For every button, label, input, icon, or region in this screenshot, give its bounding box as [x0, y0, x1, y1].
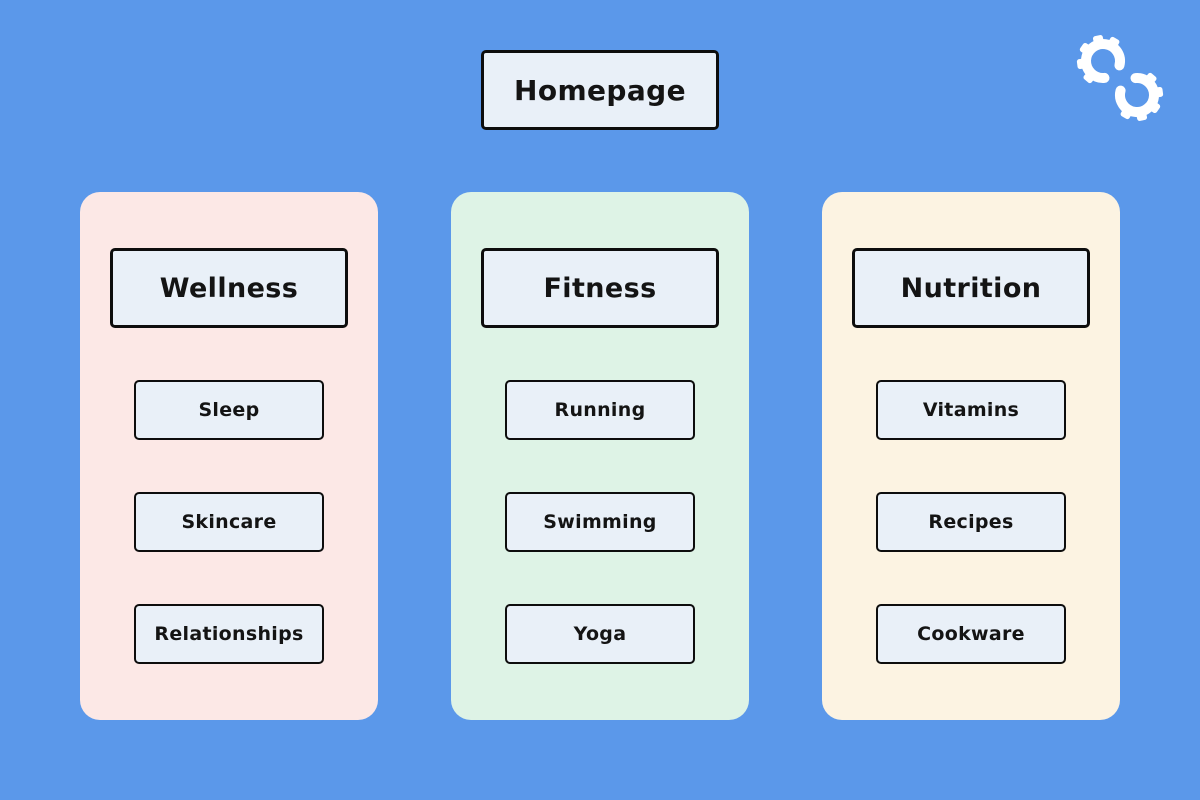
- subpage-node-skincare[interactable]: Skincare: [134, 492, 324, 552]
- subpage-node-recipes[interactable]: Recipes: [876, 492, 1066, 552]
- column-wellness: Wellness Sleep Skincare Relationships: [80, 192, 378, 720]
- category-node-nutrition[interactable]: Nutrition: [852, 248, 1090, 328]
- subpage-node-swimming[interactable]: Swimming: [505, 492, 695, 552]
- subpage-node-yoga[interactable]: Yoga: [505, 604, 695, 664]
- interlocking-gears-icon: [1076, 35, 1164, 121]
- column-nutrition: Nutrition Vitamins Recipes Cookware: [822, 192, 1120, 720]
- subpage-node-relationships[interactable]: Relationships: [134, 604, 324, 664]
- category-node-wellness[interactable]: Wellness: [110, 248, 348, 328]
- subpage-node-cookware[interactable]: Cookware: [876, 604, 1066, 664]
- root-node-homepage[interactable]: Homepage: [481, 50, 719, 130]
- subpage-node-vitamins[interactable]: Vitamins: [876, 380, 1066, 440]
- category-node-fitness[interactable]: Fitness: [481, 248, 719, 328]
- column-fitness: Fitness Running Swimming Yoga: [451, 192, 749, 720]
- subpage-node-running[interactable]: Running: [505, 380, 695, 440]
- category-columns: Wellness Sleep Skincare Relationships Fi…: [80, 192, 1120, 720]
- subpage-node-sleep[interactable]: Sleep: [134, 380, 324, 440]
